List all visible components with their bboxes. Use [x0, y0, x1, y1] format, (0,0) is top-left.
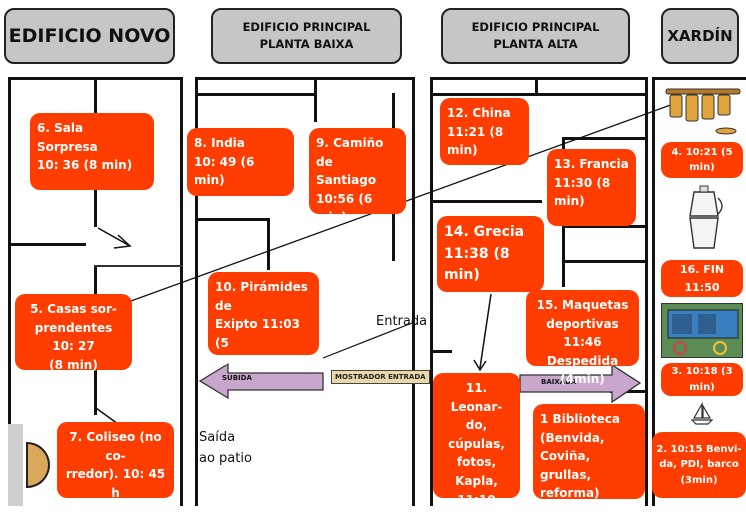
- subida-label: SUBIDA: [222, 374, 252, 382]
- saida-label: Saída ao patio: [199, 430, 252, 466]
- garden-stop-3: 3. 10:18 (3 min): [661, 363, 743, 396]
- garden-sign-icon: [661, 303, 743, 358]
- header-xardin: XARDÍN: [661, 8, 739, 64]
- header-principal-alta: EDIFICIO PRINCIPAL PLANTA ALTA: [441, 8, 630, 64]
- wall: [432, 200, 542, 203]
- wall: [535, 77, 538, 96]
- chimes-icon: [662, 85, 744, 137]
- header-edificio-novo: EDIFICIO NOVO: [4, 8, 175, 64]
- wall: [562, 225, 646, 228]
- coffee-pot-icon: [684, 184, 724, 254]
- route-arrow-line: [97, 227, 131, 247]
- wall: [267, 218, 270, 270]
- mostrador-label: MOSTRADOR ENTRADA: [331, 370, 430, 384]
- room-casas-sorprendentes: 5. Casas sor- prendentes 10: 27 (8 min): [15, 294, 132, 372]
- route-arrow-head: [113, 234, 132, 249]
- room-maquetas: 15. Maquetas deportivas 11:46 Despedida …: [526, 290, 639, 386]
- room-leonardo: 11. Leonar- do, cúpulas, fotos, Kapla, 1…: [433, 373, 520, 525]
- wall: [432, 93, 646, 96]
- room-francia: 13. Francia 11:30 (8 min): [547, 149, 636, 226]
- entrada-line: [322, 322, 413, 359]
- room-piramides: 10. Pirámides de Exipto 11:03 (5 min): [208, 272, 319, 368]
- route-arrow-line: [479, 293, 492, 369]
- wall: [314, 77, 317, 122]
- subida-arrow: [198, 362, 324, 400]
- room-grecia: 14. Grecia 11:38 (8 min): [437, 216, 544, 292]
- boat-icon: [690, 401, 714, 426]
- wall: [432, 350, 452, 353]
- wall: [197, 93, 314, 96]
- room-coliseo: 7. Coliseo (no co- rredor). 10: 45 h (1 …: [57, 422, 174, 518]
- route-arrow-head: [473, 359, 487, 372]
- baixada-label: BAIXADA: [541, 378, 577, 386]
- garden-stop-4: 4. 10:21 (5 min): [661, 142, 743, 178]
- header-principal-baixa: EDIFICIO PRINCIPAL PLANTA BAIXA: [211, 8, 402, 64]
- room-biblioteca: 1 Biblioteca (Benvida, Coviña, grullas, …: [533, 404, 645, 519]
- baixada-arrow: [519, 363, 642, 404]
- room-china: 12. China 11:21 (8 min): [440, 98, 529, 165]
- coliseo-frame: [8, 424, 23, 506]
- wall: [94, 265, 183, 267]
- route-arrow-line: [95, 407, 119, 425]
- garden-stop-2: 2. 10:15 Benvi- da, PDI, barco (3min): [652, 432, 746, 498]
- wall: [197, 218, 267, 221]
- room-camino-santiago: 9. Camiño de Santiago 10:56 (6 min): [309, 128, 406, 224]
- garden-stop-fin: 16. FIN 11:50: [661, 260, 743, 297]
- wall: [562, 260, 646, 263]
- wall: [562, 137, 646, 140]
- room-sala-sorpresa: 6. Sala Sorpresa 10: 36 (8 min): [30, 113, 154, 190]
- route-lines: [95, 102, 677, 425]
- wall: [8, 243, 86, 246]
- entrada-label: Entrada: [376, 314, 428, 329]
- room-india: 8. India 10: 49 (6 min): [187, 128, 294, 196]
